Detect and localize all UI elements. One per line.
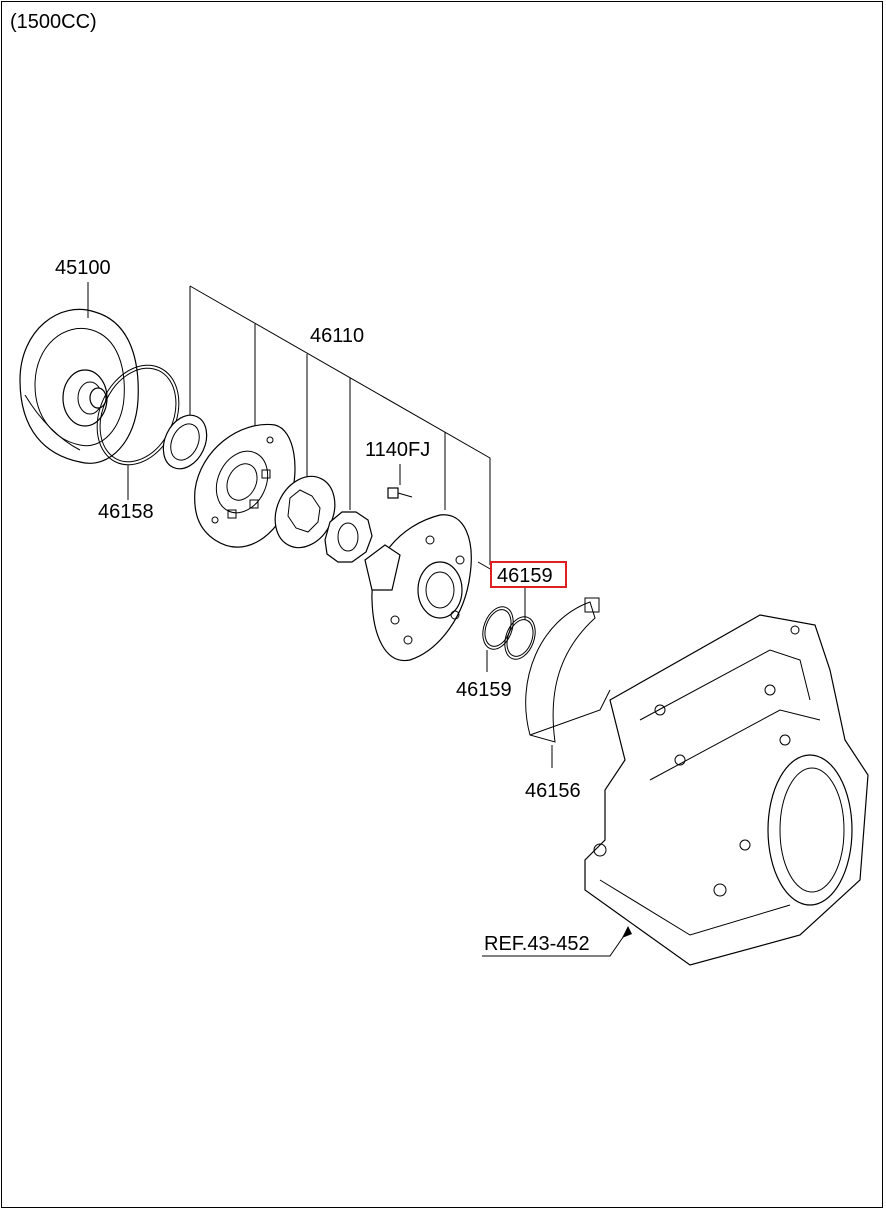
label-46156: 46156 [525, 780, 581, 802]
label-ref-43-452[interactable]: REF.43-452 [484, 933, 590, 955]
label-45100: 45100 [55, 257, 111, 279]
bolt-part[interactable] [387, 487, 413, 499]
label-46159: 46159 [456, 679, 512, 701]
seal-ring-b-part[interactable] [499, 613, 540, 664]
torque-converter-part[interactable] [19, 308, 139, 464]
seal-ring-a-part[interactable] [477, 603, 518, 654]
highlight-box [490, 561, 567, 588]
label-46158: 46158 [98, 501, 154, 523]
variant-label: (1500CC) [10, 11, 97, 33]
transaxle-case-part[interactable] [584, 614, 869, 966]
outer-gear-part[interactable] [264, 467, 346, 558]
gasket-part[interactable] [525, 597, 611, 743]
label-46110: 46110 [310, 325, 364, 347]
inner-gear-part[interactable] [324, 511, 373, 563]
oil-seal-part[interactable] [155, 408, 215, 476]
leader-arrow-icon [622, 926, 632, 938]
label-1140fj: 1140FJ [365, 439, 430, 461]
pump-body-part[interactable] [364, 514, 472, 662]
label-46159-highlighted[interactable]: 46159 [497, 565, 553, 587]
